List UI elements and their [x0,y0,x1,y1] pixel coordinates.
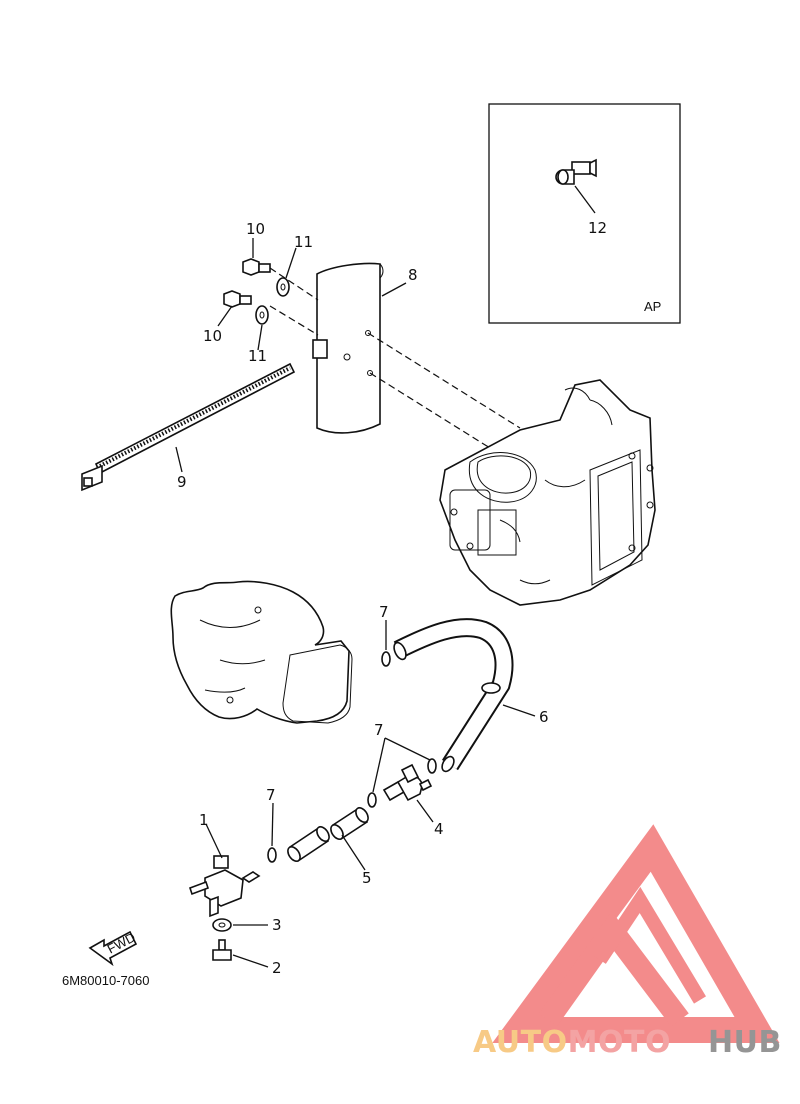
part-12-fitting [555,158,597,185]
watermark-brand-hub: HUB [708,1025,782,1060]
part-7-clip-mid-right [427,758,437,774]
engine-block [439,379,656,606]
part-11-washer-lower [255,305,269,325]
callout-11-upper: 11 [294,233,313,251]
part-7-clip-top [381,651,391,667]
callout-4: 4 [434,820,444,838]
automotohub-logo: AUTOMOTO HUB [473,824,782,1060]
callout-9: 9 [177,473,187,491]
part-10-bolt-lower [223,290,252,308]
lower-unit [170,580,353,724]
part-9-cable-tie [81,362,296,492]
part-7-clip-left [267,847,277,863]
inset-label: AP [644,299,661,314]
callout-7-left: 7 [266,786,276,804]
part-11-washer-upper [276,277,290,297]
callout-10-lower: 10 [203,327,222,345]
callout-7-middle: 7 [374,721,384,739]
fwd-arrow-icon: FWD [88,929,138,967]
watermark-brand-auto: AUTOMOTO [473,1025,671,1060]
callout-7-top: 7 [379,603,389,621]
callout-6: 6 [539,708,549,726]
part-7-clip-mid-left [367,792,377,808]
callout-10-upper: 10 [246,220,265,238]
part-6-hose [393,618,514,773]
part-2-screw [212,939,232,961]
part-4-fitting [382,763,433,802]
callout-8: 8 [408,266,418,284]
callout-2: 2 [272,959,282,977]
callout-12: 12 [588,219,607,237]
callout-11-lower: 11 [248,347,267,365]
part-8-bracket [312,262,384,434]
part-code: 6M80010-7060 [62,973,149,988]
callout-1: 1 [199,811,209,829]
callout-3: 3 [272,916,282,934]
part-10-bolt-upper [242,258,271,276]
part-3-washer [212,918,232,932]
part-1-fuel-joint [188,855,261,918]
callout-5: 5 [362,869,372,887]
part-5-hose-pieces [287,806,369,863]
inset-box: 12 AP [488,103,681,324]
